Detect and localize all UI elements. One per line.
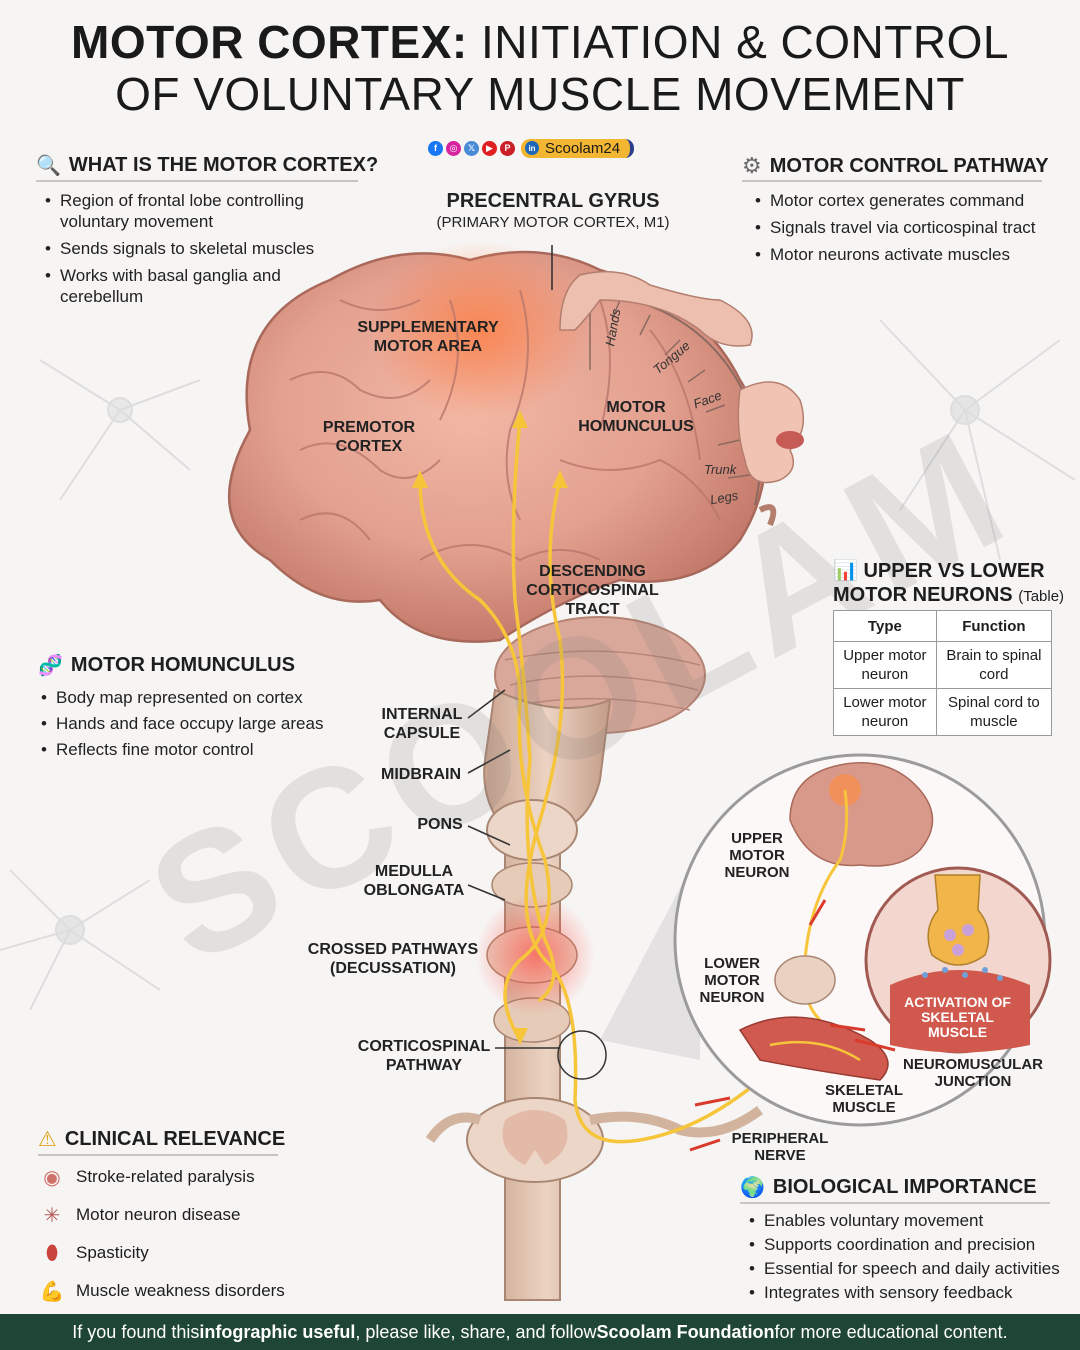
- gear-icon: ⚙: [742, 153, 762, 178]
- neuron-table: Type Function Upper motor neuron Brain t…: [833, 610, 1053, 736]
- youtube-icon[interactable]: ▶: [482, 140, 497, 156]
- social-bar: f ◎ 𝕏 ▶ P in Scoolam24: [428, 137, 635, 159]
- upper-motor-neuron-label: UPPER MOTOR NEURON: [724, 830, 790, 881]
- neuron-icon: ✳: [43, 1204, 61, 1227]
- precentral-label: PRECENTRAL GYRUS (PRIMARY MOTOR CORTEX, …: [436, 190, 670, 231]
- globe-icon: 🌍: [740, 1177, 765, 1199]
- table-row: Lower motor neuron Spinal cord to muscle: [833, 688, 1053, 736]
- premotor-label: PREMOTOR CORTEX: [322, 419, 416, 455]
- clinical-item: ✳ Motor neuron disease: [38, 1203, 241, 1227]
- list-item: Reflects fine motor control: [38, 740, 338, 760]
- background-neuron-left: [0, 359, 201, 1011]
- what-is-list: Region of frontal lobe controlling volun…: [42, 190, 342, 313]
- midbrain-label: MIDBRAIN: [381, 766, 461, 783]
- list-item: Enables voluntary movement: [746, 1211, 1066, 1231]
- background-neuron-right: [879, 319, 1076, 561]
- list-item: Signals travel via corticospinal tract: [752, 217, 1052, 238]
- inset-muscle: [738, 1016, 889, 1081]
- list-item: Hands and face occupy large areas: [38, 714, 338, 734]
- table-cell: Spinal cord to muscle: [935, 688, 1053, 736]
- linkedin-icon[interactable]: in: [525, 141, 539, 155]
- arm-icon: 💪: [39, 1280, 65, 1303]
- list-item: Sends signals to skeletal muscles: [42, 238, 342, 259]
- list-item: Essential for speech and daily activitie…: [746, 1259, 1066, 1279]
- pathway-list: Motor cortex generates command Signals t…: [752, 190, 1052, 271]
- inset-brain: [789, 762, 934, 867]
- internal-capsule-label: INTERNAL CAPSULE: [381, 706, 463, 742]
- list-item: Supports coordination and precision: [746, 1235, 1066, 1255]
- homunculus-heading: 🧬 MOTOR HOMUNCULUS: [38, 654, 295, 677]
- biological-list: Enables voluntary movement Supports coor…: [746, 1211, 1066, 1307]
- page-title: MOTOR CORTEX: INITIATION & CONTROL OF VO…: [0, 16, 1080, 120]
- table-cell: Lower motor neuron: [833, 688, 937, 736]
- clinical-item: ◉ Stroke-related paralysis: [38, 1165, 254, 1189]
- title-line2: OF VOLUNTARY MUSCLE MOVEMENT: [115, 68, 965, 120]
- list-item: Motor neurons activate muscles: [752, 244, 1052, 265]
- warning-icon: ⚠: [38, 1128, 57, 1151]
- table-header: Type: [833, 610, 937, 642]
- motor-homunculus-label: MOTOR HOMUNCULUS: [578, 399, 694, 435]
- homunculus-part: Trunk: [704, 462, 737, 477]
- skeletal-muscle-label: SKELETAL MUSCLE: [824, 1082, 904, 1116]
- magnifier-icon: 🔍: [36, 155, 61, 177]
- lower-motor-neuron-label: LOWER MOTOR NEURON: [699, 955, 765, 1006]
- table-cell: Brain to spinal cord: [935, 641, 1053, 689]
- peripheral-nerve-label: PERIPHERAL NERVE: [731, 1130, 829, 1164]
- brand-name: Scoolam24: [545, 139, 621, 157]
- table-cell: Upper motor neuron: [833, 641, 937, 689]
- list-item: Works with basal ganglia and cerebellum: [42, 265, 342, 307]
- clinical-item: ⬮ Spasticity: [38, 1241, 149, 1265]
- medulla-label: MEDULLA OBLONGATA: [363, 863, 465, 899]
- nmj-label: NEUROMUSCULAR JUNCTION: [903, 1056, 1043, 1090]
- title-line1: INITIATION & CONTROL: [480, 16, 1009, 68]
- pons-label: PONS: [417, 816, 463, 833]
- table-row: Upper motor neuron Brain to spinal cord: [833, 641, 1053, 689]
- zoom-circle-small: [557, 1030, 607, 1080]
- table-heading: 📊 UPPER VS LOWER MOTOR NEURONS (Table): [833, 560, 1065, 606]
- brain-icon: ◉: [43, 1166, 61, 1189]
- footer-banner: If you found this infographic useful, pl…: [0, 1314, 1080, 1350]
- homunculus-hand: [559, 270, 753, 347]
- corticospinal-tract: [418, 418, 762, 1144]
- activation-label: ACTIVATION OF SKELETAL MUSCLE: [904, 994, 1011, 1040]
- x-icon[interactable]: 𝕏: [464, 140, 479, 156]
- list-item: Motor cortex generates command: [752, 190, 1052, 211]
- biological-heading: 🌍 BIOLOGICAL IMPORTANCE: [740, 1176, 1037, 1199]
- descending-tract-label: DESCENDING CORTICOSPINAL TRACT: [526, 563, 659, 618]
- what-is-heading: 🔍 WHAT IS THE MOTOR CORTEX?: [36, 154, 379, 177]
- dna-icon: 🧬: [38, 655, 63, 677]
- facebook-icon[interactable]: f: [428, 140, 443, 156]
- title-bold: MOTOR CORTEX:: [71, 16, 468, 68]
- pointer-lines: [467, 245, 560, 1049]
- pathway-heading: ⚙ MOTOR CONTROL PATHWAY: [742, 153, 1049, 178]
- instagram-icon[interactable]: ◎: [446, 140, 461, 156]
- list-item: Region of frontal lobe controlling volun…: [42, 190, 342, 232]
- decussation-label: CROSSED PATHWAYS (DECUSSATION): [307, 941, 479, 977]
- muscle-icon: ⬮: [45, 1241, 59, 1264]
- chart-icon: 📊: [833, 560, 858, 582]
- cerebrum: [228, 250, 767, 643]
- clinical-item: 💪 Muscle weakness disorders: [39, 1280, 285, 1303]
- corticospinal-pathway-label: CORTICOSPINAL PATHWAY: [357, 1038, 491, 1074]
- sma-label: SUPPLEMENTARY MOTOR AREA: [357, 319, 499, 355]
- clinical-heading: ⚠ CLINICAL RELEVANCE: [38, 1128, 286, 1151]
- brand-badge[interactable]: in Scoolam24: [521, 138, 635, 158]
- homunculus-list: Body map represented on cortex Hands and…: [38, 688, 338, 766]
- table-header: Function: [935, 610, 1053, 642]
- homunculus-face: [737, 381, 805, 484]
- inset-cord: [774, 955, 836, 1005]
- list-item: Body map represented on cortex: [38, 688, 338, 708]
- pinterest-icon[interactable]: P: [500, 140, 515, 156]
- tract-arrowheads: [412, 410, 568, 1045]
- list-item: Integrates with sensory feedback: [746, 1283, 1066, 1303]
